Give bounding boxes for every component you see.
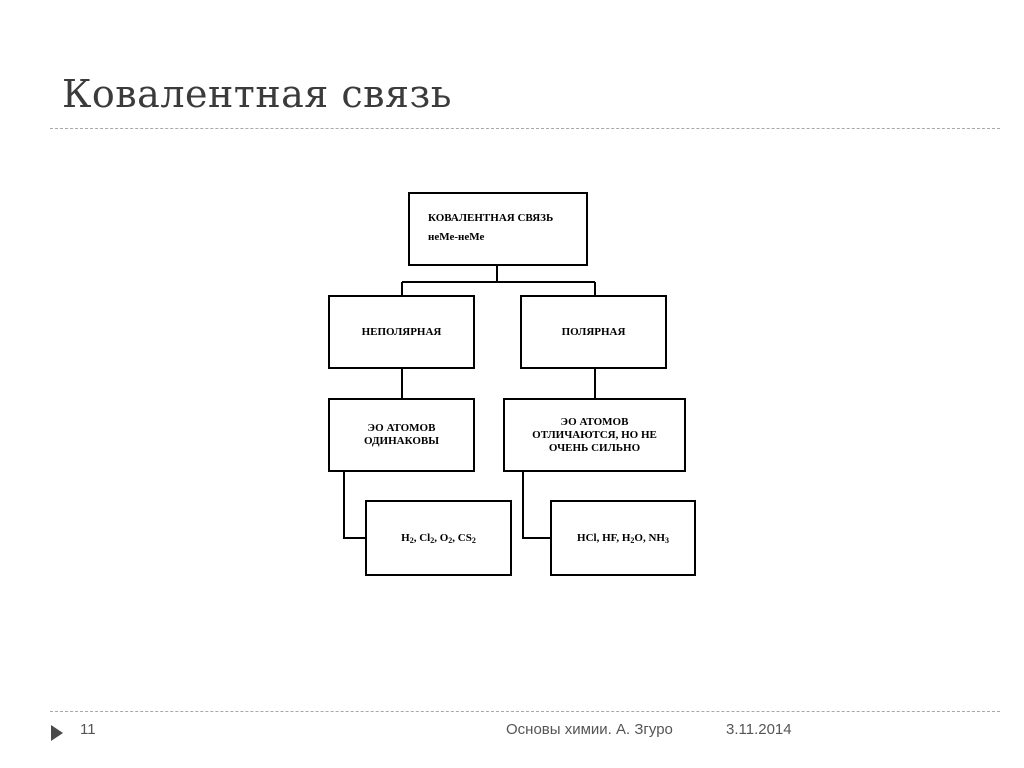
title-divider (50, 128, 1000, 129)
nonpolar-formula-part: CS (457, 531, 472, 544)
play-arrow-icon (51, 725, 63, 741)
connector-eo-diff-to-examples (522, 471, 551, 539)
footer-divider (50, 711, 1000, 712)
box-polar: ПОЛЯРНАЯ (520, 295, 667, 369)
box-examples-nonpolar: H2, Cl2, O2, CS2 (365, 500, 512, 576)
polar-formula-part: H (621, 531, 631, 544)
footer-date: 3.11.2014 (726, 721, 792, 738)
nonpolar-formula-part: O (439, 531, 449, 544)
box-covalent-bond: КОВАЛЕНТНАЯ СВЯЗЬ неМе-неМе (408, 192, 588, 266)
eo-diff-line1: ЭО АТОМОВ (560, 415, 629, 428)
polar-formula-part: HF (602, 531, 617, 544)
connector-eo-same-to-examples (343, 471, 366, 539)
nonpolar-formula-separator: , (434, 531, 440, 544)
nonpolar-formula-subscript: 2 (471, 535, 476, 545)
polar-label: ПОЛЯРНАЯ (561, 325, 626, 338)
eo-same-line2: ОДИНАКОВЫ (363, 435, 440, 447)
polar-formula-subscript: 3 (664, 535, 669, 545)
polar-formula-part: HCl (577, 531, 597, 544)
nonpolar-formula-part: Cl (419, 531, 431, 544)
examples-nonpolar-formulas: H2, Cl2, O2, CS2 (401, 532, 476, 545)
box-examples-polar: HCl, HF, H2O, NH3 (550, 500, 696, 576)
polar-formula-subscript: 2 (630, 535, 635, 545)
nonpolar-formula-separator: , (452, 531, 458, 544)
eo-same-line1: ЭО АТОМОВ (367, 422, 436, 434)
footer-text: Основы химии. А. Згуро (506, 721, 673, 738)
examples-polar-formulas: HCl, HF, H2O, NH3 (577, 532, 669, 545)
box-nonpolar: НЕПОЛЯРНАЯ (328, 295, 475, 369)
root-sublabel: неМе-неМе (428, 231, 485, 243)
box-eo-same: ЭО АТОМОВ ОДИНАКОВЫ (328, 398, 475, 472)
eo-diff-line3: ОЧЕНЬ СИЛЬНО (548, 441, 641, 454)
root-label: КОВАЛЕНТНАЯ СВЯЗЬ (428, 212, 554, 224)
polar-formula-part: O (634, 531, 643, 544)
nonpolar-formula-part: H (401, 531, 410, 544)
polar-formula-separator: , (642, 531, 649, 544)
nonpolar-formula-subscript: 2 (448, 535, 453, 545)
polar-formula-separator: , (596, 531, 603, 544)
nonpolar-formula-subscript: 2 (409, 535, 414, 545)
nonpolar-formula-separator: , (413, 531, 420, 544)
slide-title: Ковалентная связь (62, 72, 452, 116)
nonpolar-label: НЕПОЛЯРНАЯ (361, 325, 442, 338)
polar-formula-part: NH (648, 531, 665, 544)
nonpolar-formula-subscript: 2 (430, 535, 435, 545)
page-number: 11 (80, 721, 96, 738)
eo-diff-line2: ОТЛИЧАЮТСЯ, НО НЕ (532, 428, 657, 441)
polar-formula-separator: , (616, 531, 622, 544)
box-eo-different: ЭО АТОМОВ ОТЛИЧАЮТСЯ, НО НЕ ОЧЕНЬ СИЛЬНО (503, 398, 686, 472)
